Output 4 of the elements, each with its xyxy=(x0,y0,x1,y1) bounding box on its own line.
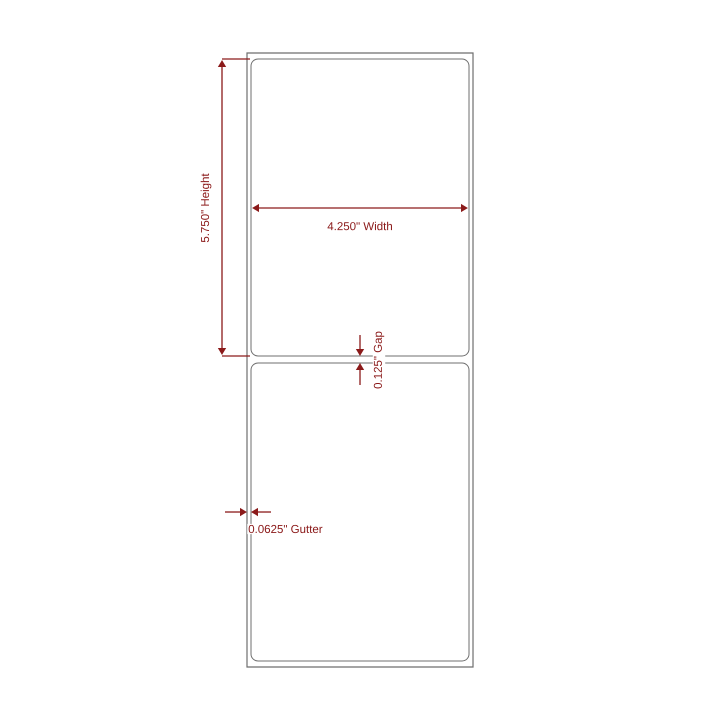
dimension-label: 0.0625" Gutter xyxy=(247,524,324,534)
dimension-label: 5.750" Height xyxy=(200,173,212,242)
dimension-label: 4.250" Width xyxy=(328,222,392,230)
dimension-label: 0.125" Gap xyxy=(372,330,386,390)
